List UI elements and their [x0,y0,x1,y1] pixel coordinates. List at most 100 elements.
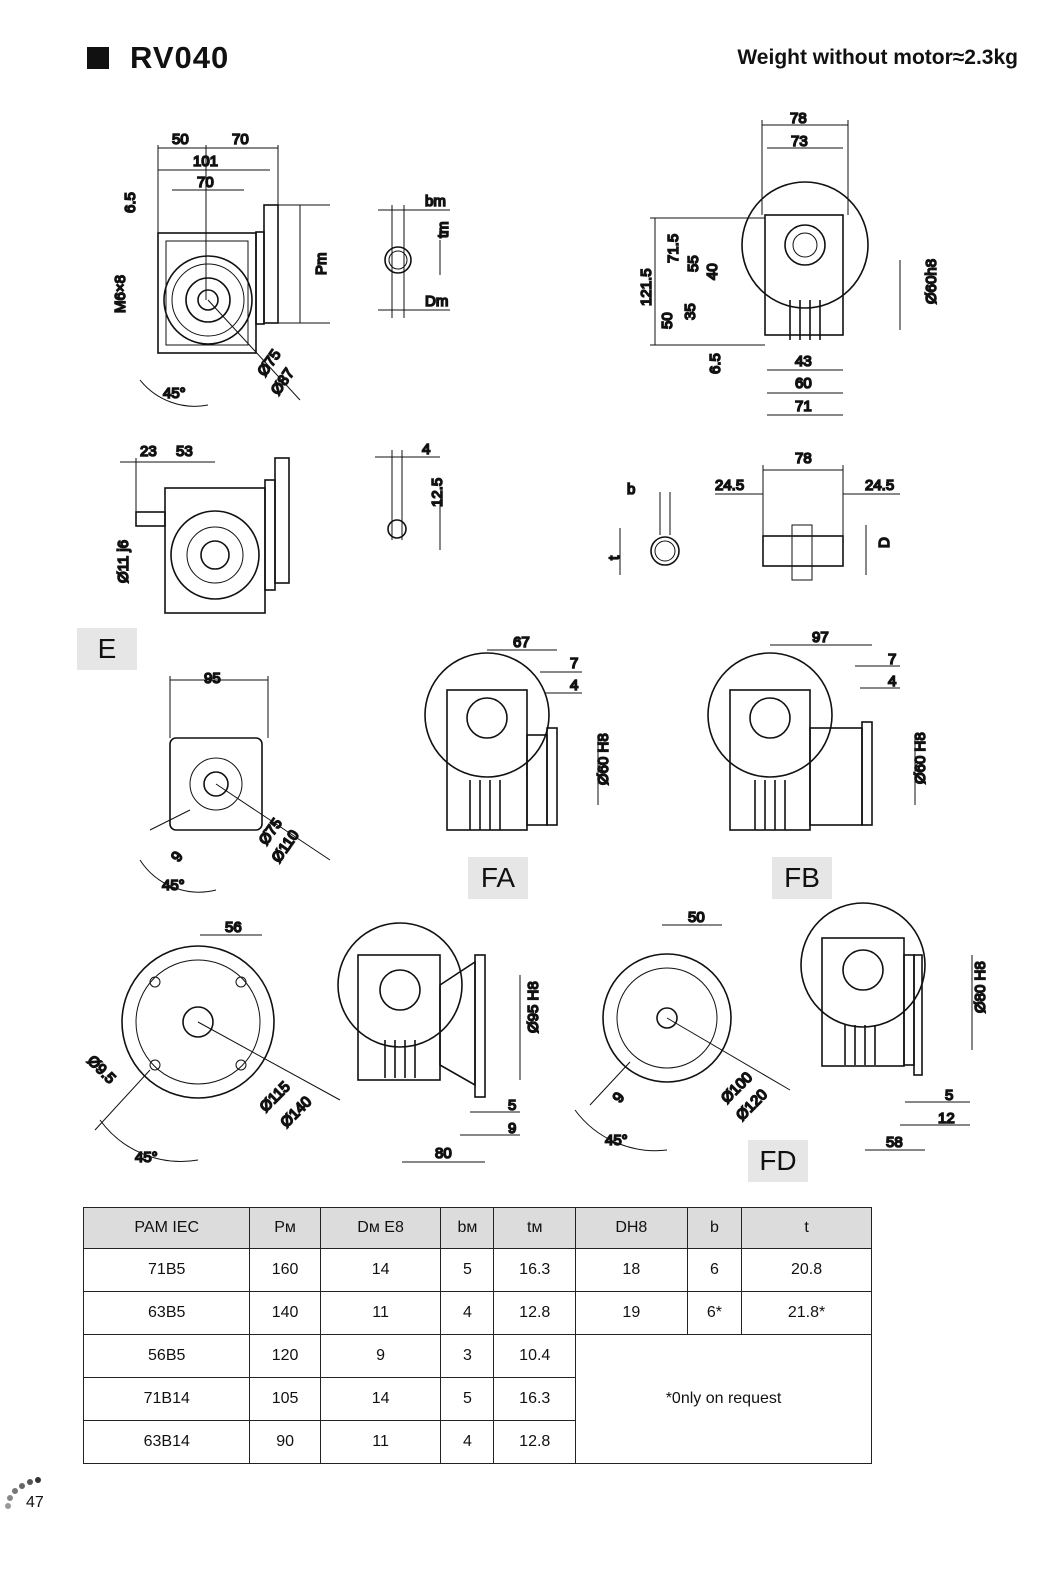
cell: 16.3 [493,1248,577,1292]
big-flange-view [94,934,341,1162]
dim-bigs-9: 9 [508,1120,516,1137]
dim-fb-d60h8: Ø60 H8 [912,732,929,784]
dim-front-70b: 70 [197,174,214,191]
dim-hollow-24-5b: 24.5 [865,477,894,494]
dim-side-78: 78 [790,110,807,127]
cell: 12.8 [493,1420,577,1464]
page-title: RV040 [130,40,230,75]
dim-fds-d80h8: Ø80 H8 [972,961,989,1013]
cell: 14 [319,1248,442,1292]
dim-side-55: 55 [685,255,702,272]
cell: 3 [440,1334,495,1378]
label-e: E [77,628,137,670]
cell: 105 [249,1377,321,1421]
dim-fa-d60h8: Ø60 H8 [595,733,612,785]
dim-bm: bm [425,193,446,210]
dim-side-60: 60 [795,375,812,392]
table-row: 71B14 105 14 5 16.3 [82,1377,872,1421]
cell: 90 [249,1420,321,1464]
fd-flange-view [574,924,791,1152]
cell: 11 [319,1291,442,1335]
cell: 160 [249,1248,321,1292]
col-bm: bм [440,1207,495,1249]
dim-hollow-b: b [627,481,635,498]
fb-view [707,644,916,831]
dim-e-d11j6: Ø11 j6 [115,540,132,583]
dim-hollow-78: 78 [795,450,812,467]
cell: 63B5 [82,1291,251,1335]
cell: 12.8 [493,1291,577,1335]
dim-hollow-d: D [876,537,893,548]
dim-e-key-12-5: 12.5 [429,478,446,507]
dim-front-angle: 45° [163,385,186,402]
dim-side-40: 40 [704,263,721,280]
cell: 140 [249,1291,321,1335]
dim-eflange-95: 95 [204,670,221,687]
cell: 19 [575,1291,688,1335]
dim-side-50: 50 [659,312,676,329]
cell: 5 [440,1248,495,1292]
dim-eflange-9: 9 [168,848,187,865]
cell: 6 [686,1248,743,1292]
cell: 9 [319,1334,442,1378]
table-row: 71B5 160 14 5 16.3 18 6 20.8 [82,1248,872,1292]
cell: 4 [440,1291,495,1335]
cell: 18 [575,1248,688,1292]
fa-view [424,649,599,831]
dim-dm: Dm [425,293,448,310]
col-t: t [741,1207,872,1249]
label-fa: FA [468,857,528,899]
e-key-detail [375,450,441,550]
e-shaft-view [120,457,290,614]
dim-fd-50: 50 [688,909,705,926]
front-view [139,145,330,407]
col-b: b [686,1207,743,1249]
dim-bigs-80: 80 [435,1145,452,1162]
dim-e-23: 23 [140,443,157,460]
dim-fa-67: 67 [513,634,530,651]
dim-fb-97: 97 [812,629,829,646]
cell: 56B5 [82,1334,251,1378]
cell: 71B14 [82,1377,251,1421]
dim-bigf-56: 56 [225,919,242,936]
dim-side-73: 73 [791,133,808,150]
cell: 11 [319,1420,442,1464]
dim-front-m6x8: M6×8 [112,275,129,313]
e-flange-view [139,676,331,893]
cell: 16.3 [493,1377,577,1421]
dim-front-101: 101 [193,153,218,170]
table-header-row: PAM IEC Pм Dм E8 bм tм DH8 b t [82,1207,872,1249]
dim-front-pm: Pm [313,253,330,276]
dim-tm: tm [435,221,452,238]
dim-fa-7: 7 [570,655,578,672]
cell: 14 [319,1377,442,1421]
table-row: 63B14 90 11 4 12.8 [82,1420,872,1464]
page-number: 47 [26,1494,44,1511]
col-dh8: DH8 [575,1207,688,1249]
dim-eflange-angle: 45° [162,877,185,894]
big-side-view [337,922,521,1163]
dim-fd-9: 9 [609,1089,628,1106]
cell: 71B5 [82,1248,251,1292]
dim-side-d60h8: Ø60h8 [923,259,940,304]
dim-side-71: 71 [795,398,812,415]
dim-side-121-5: 121.5 [638,268,655,306]
weight-note: Weight without motor≈2.3kg [737,46,1018,69]
dim-front-70a: 70 [232,131,249,148]
dots-decoration-icon [5,1477,41,1509]
table-row: 63B5 140 11 4 12.8 19 6* 21.8* [82,1291,872,1335]
dim-fds-58: 58 [886,1134,903,1151]
dim-side-35: 35 [682,303,699,320]
dim-side-71-5: 71.5 [665,234,682,263]
dim-fa-4: 4 [570,677,578,694]
col-pm: Pм [249,1207,321,1249]
cell: 6* [686,1291,743,1335]
col-tm: tм [493,1207,577,1249]
dim-e-key-4: 4 [422,441,430,458]
table-row: 56B5 120 9 3 10.4 *0nly on request [82,1334,872,1464]
col-dm-e8: Dм E8 [319,1207,442,1249]
cell: 5 [440,1377,495,1421]
side-view [650,120,901,416]
dim-front-50: 50 [172,131,189,148]
